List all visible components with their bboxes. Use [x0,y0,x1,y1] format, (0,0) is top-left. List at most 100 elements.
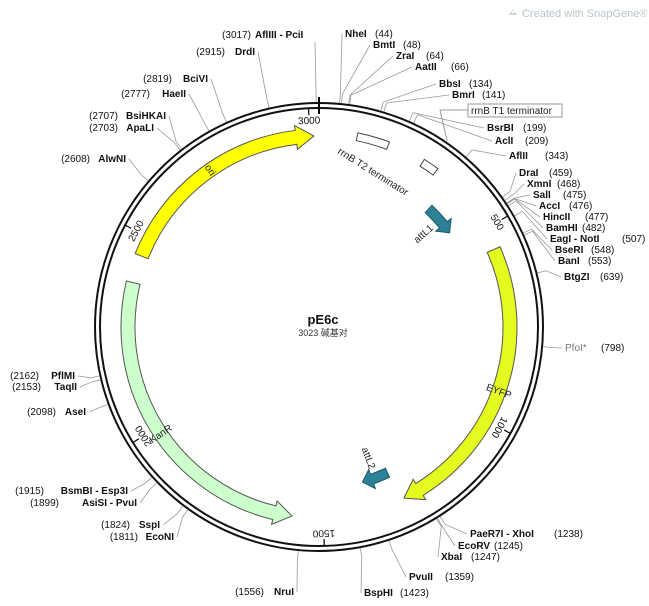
site-nhei: NheI (44) [339,29,393,103]
site-name: TaqII [54,382,77,393]
site-leader-line [465,149,507,158]
site-name: PvuII [409,572,433,583]
site-position: (2162) [10,371,39,382]
rrnbt1-feature-box [419,158,439,176]
site-leader-line [537,270,562,278]
snapgene-logo-icon [509,9,517,15]
site-ecorv: EcoRV(1245) [437,518,523,552]
site-name: PfoI* [565,343,587,354]
site-leader-line [130,477,152,492]
site-leader-line [506,198,537,207]
site-leader-line [139,482,158,504]
site-name: PaeR7I - XhoI [470,529,534,540]
tick-label: 1500 [312,527,335,539]
site-name: AclI [495,136,514,147]
site-leader-line [339,33,343,103]
tick-mark [501,215,509,221]
site-position: (1824) [101,520,130,531]
site-name: BtgZI [564,272,590,283]
site-taqii: TaqII(2153) [12,379,101,393]
site-position: (639) [600,272,623,283]
site-name: AflIII - PciI [255,30,304,41]
site-name: AsiSI - PvuI [82,498,137,509]
site-name: BamHI [546,223,578,234]
site-acci: AccI(476) [506,198,592,212]
site-name: BseRI [555,245,584,256]
site-apali: ApaLI(2703) [89,123,181,151]
site-position: (48) [403,40,421,51]
site-leader-line [348,55,394,105]
site-econi: EcoNI(1811) [110,509,189,543]
site-position: (1899) [30,498,59,509]
site-leader-line [523,228,553,251]
site-bani: BanI (553) [524,230,611,267]
site-name: BsmBI - Esp3I [61,486,128,497]
site-leader-line [296,551,299,593]
attL1-label: attL1 [412,223,436,246]
site-name: DrdI [235,47,255,58]
site-leader-line [380,83,437,111]
site-leader-line [349,66,413,105]
site-bmti: BmtI(48) [341,40,421,104]
site-leader-line [188,93,210,131]
site-position: (482) [582,223,605,234]
tick-mark [124,224,132,229]
site-position: (475) [563,190,586,201]
site-leader-line [543,346,563,349]
site-name: HincII [543,212,570,223]
rrnbt2-feature-box [355,132,391,151]
site-bsrbi: BsrBI(199) [409,112,546,134]
site-sspi: SspI(1824) [101,505,184,531]
site-leader-line [409,112,485,129]
site-position: (209) [525,136,548,147]
site-name: XmnI [527,179,552,190]
site-bmri: BmrI(141) [383,90,505,112]
site-alwni: AlwNI(2608) [61,154,149,181]
site-name: EcoNI [146,532,175,543]
site-position: (1423) [400,588,429,599]
site-position: (1915) [15,486,44,497]
site-leader-line [176,509,189,538]
site-name: AflII [509,151,528,162]
site-bsmbi-esp3i: BsmBI - Esp3I (1915) [15,477,152,497]
site-zrai: ZraI(64) [348,51,444,105]
site-name: HaeII [162,89,186,100]
site-position: (44) [375,29,393,40]
attL2-feature-arrow [361,467,391,490]
site-position: (66) [451,62,469,73]
site-name: BanI [558,256,580,267]
site-leader-line [359,548,363,594]
site-position: (1247) [471,552,500,563]
site-name: SalI [533,190,551,201]
site-position: (2707) [89,111,118,122]
site-drdi: DrdI(2915) [196,47,270,108]
site-bsphi: BspHI(1423) [359,548,429,599]
backbone-ring [94,97,544,552]
site-pvuii: PvuII (1359) [388,540,474,583]
site-position: (1245) [494,541,523,552]
site-acli: AclI (209) [413,114,548,147]
site-asei: AseI(2098) [27,404,108,418]
site-position: (343) [545,151,568,162]
site-position: (1359) [445,572,474,583]
site-position: (477) [585,212,608,223]
site-name: NheI [345,29,367,40]
site-position: (3017) [222,30,251,41]
site-position: (553) [588,256,611,267]
site-position: (459) [549,168,572,179]
site-position: (798) [601,343,624,354]
site-leader-line [257,51,270,108]
tick-mark [503,429,511,434]
site-bseri: BseRI(548) [523,228,614,256]
site-haeii: HaeII(2777) [121,89,210,131]
site-leader-line [504,183,525,201]
site-pfoi: PfoI* (798) [543,343,624,354]
site-name: AatII [415,62,437,73]
tick-label: 500 [487,213,505,233]
ori-label: ori [202,163,217,178]
site-position: (141) [482,90,505,101]
site-sali: SalI (475) [506,190,586,204]
site-name: DraI [519,168,539,179]
